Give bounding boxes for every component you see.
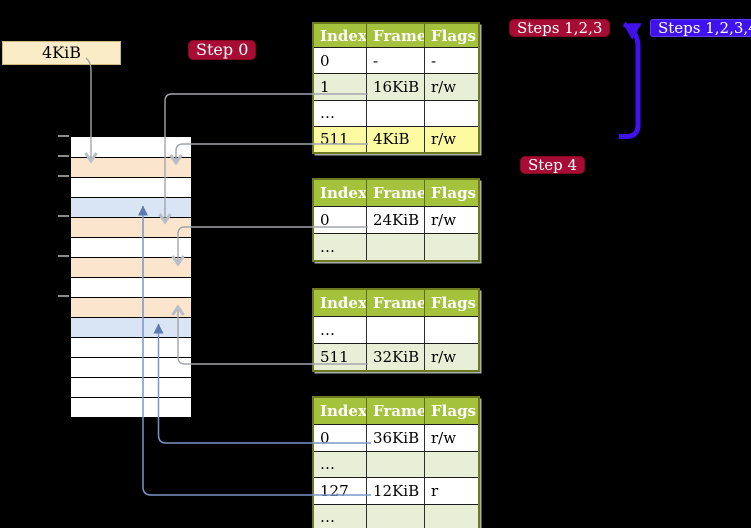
column-header-index: Index (314, 290, 367, 316)
flags-cell (425, 101, 478, 126)
table-row: 0 36KiB r/w (314, 424, 478, 451)
index-cell: 0 (314, 48, 367, 74)
memory-frame-row (71, 237, 191, 257)
physical-memory-stack (70, 136, 192, 418)
table-row: 0 - - (314, 47, 478, 74)
frame-cell: 36KiB (367, 425, 425, 451)
column-header-flags: Flags (431, 26, 476, 45)
memory-frame-row (71, 197, 191, 217)
flags-cell: r/w (431, 130, 457, 149)
memory-frame-row (71, 337, 191, 357)
page-table-2: Index Frame Flags 0 24KiB r/w … (312, 178, 480, 262)
step4-badge: Step 4 (520, 156, 586, 174)
memory-address-tick (58, 295, 69, 297)
memory-frame-row (71, 297, 191, 317)
table-header-row: Index Frame Flags (314, 180, 478, 206)
memory-frame-row (71, 257, 191, 277)
index-cell: … (314, 504, 367, 528)
frame-cell: 12KiB (367, 478, 425, 504)
step0-badge: Step 0 (188, 40, 257, 60)
table-row: … (314, 233, 478, 260)
frame-cell (367, 100, 425, 126)
frame-cell: 16KiB (367, 74, 425, 100)
table-row: 511 32KiB r/w (314, 343, 478, 370)
frame-cell: 4KiB (367, 126, 425, 152)
memory-frame-row (71, 357, 191, 377)
index-cell: 0 (314, 425, 367, 451)
memory-frame-row (71, 137, 191, 157)
memory-address-tick (58, 255, 69, 257)
column-header-frame: Frame (367, 24, 425, 47)
steps123-badge: Steps 1,2,3 (509, 19, 611, 37)
column-header-flags: Flags (431, 184, 476, 202)
table-row: … (314, 316, 478, 343)
flags-cell (425, 234, 478, 260)
flags-cell: r/w (431, 77, 457, 96)
column-header-frame: Frame (367, 398, 425, 424)
column-header-index: Index (314, 398, 367, 424)
memory-frame-row (71, 317, 191, 337)
table-row: … (314, 450, 478, 478)
table-row: … (314, 503, 478, 528)
memory-address-tick (58, 215, 69, 217)
frame-cell (367, 504, 425, 528)
page-table-1: Index Frame Flags 0 - - 1 16KiB r/w … 51… (312, 22, 480, 154)
frame-cell: 24KiB (367, 207, 425, 233)
flags-cell (425, 452, 478, 478)
table-header-row: Index Frame Flags (314, 24, 478, 47)
column-header-index: Index (314, 24, 367, 47)
index-cell: 127 (314, 478, 367, 504)
page-table-4: Index Frame Flags 0 36KiB r/w … 127 12Ki… (312, 396, 480, 528)
index-cell: 511 (314, 344, 367, 370)
flags-cell: r/w (431, 428, 457, 447)
column-header-frame: Frame (367, 180, 425, 206)
memory-frame-row (71, 157, 191, 177)
flags-cell: - (431, 51, 437, 70)
steps1234-badge: Steps 1,2,3,4 (650, 19, 751, 37)
flags-cell: r/w (431, 211, 457, 229)
table-row-highlighted: 511 4KiB r/w (314, 125, 478, 152)
frame-cell: 32KiB (367, 344, 425, 370)
memory-address-tick (58, 135, 69, 137)
index-cell: … (314, 451, 367, 477)
index-cell: 511 (314, 126, 367, 152)
frame-cell (367, 451, 425, 477)
frame-size-label: 4KiB (2, 41, 121, 65)
memory-address-tick (58, 175, 69, 177)
index-cell: … (314, 100, 367, 126)
index-cell: 1 (314, 74, 367, 100)
flags-cell: r/w (431, 348, 457, 366)
memory-address-tick (58, 155, 69, 157)
memory-frame-row (71, 177, 191, 197)
index-cell: … (314, 234, 367, 260)
memory-frame-row (71, 397, 191, 417)
table-row: … (314, 99, 478, 126)
index-cell: … (314, 317, 367, 343)
frame-cell (367, 317, 425, 343)
table-header-row: Index Frame Flags (314, 398, 478, 424)
column-header-index: Index (314, 180, 367, 206)
memory-frame-row (71, 377, 191, 397)
page-table-3: Index Frame Flags … 511 32KiB r/w (312, 288, 480, 372)
recursive-loop-arrow (619, 21, 642, 139)
frame-cell (367, 234, 425, 260)
table-row: 0 24KiB r/w (314, 206, 478, 233)
memory-frame-row (71, 277, 191, 297)
column-header-frame: Frame (367, 290, 425, 316)
column-header-flags: Flags (431, 294, 476, 312)
column-header-flags: Flags (431, 402, 476, 420)
frame-cell: - (367, 48, 425, 74)
flags-cell: r (431, 481, 439, 500)
flags-cell (425, 317, 478, 343)
flags-cell (425, 505, 478, 528)
table-row: 1 16KiB r/w (314, 73, 478, 100)
memory-frame-row (71, 217, 191, 237)
table-row: 127 12KiB r (314, 477, 478, 504)
table-header-row: Index Frame Flags (314, 290, 478, 316)
index-cell: 0 (314, 207, 367, 233)
